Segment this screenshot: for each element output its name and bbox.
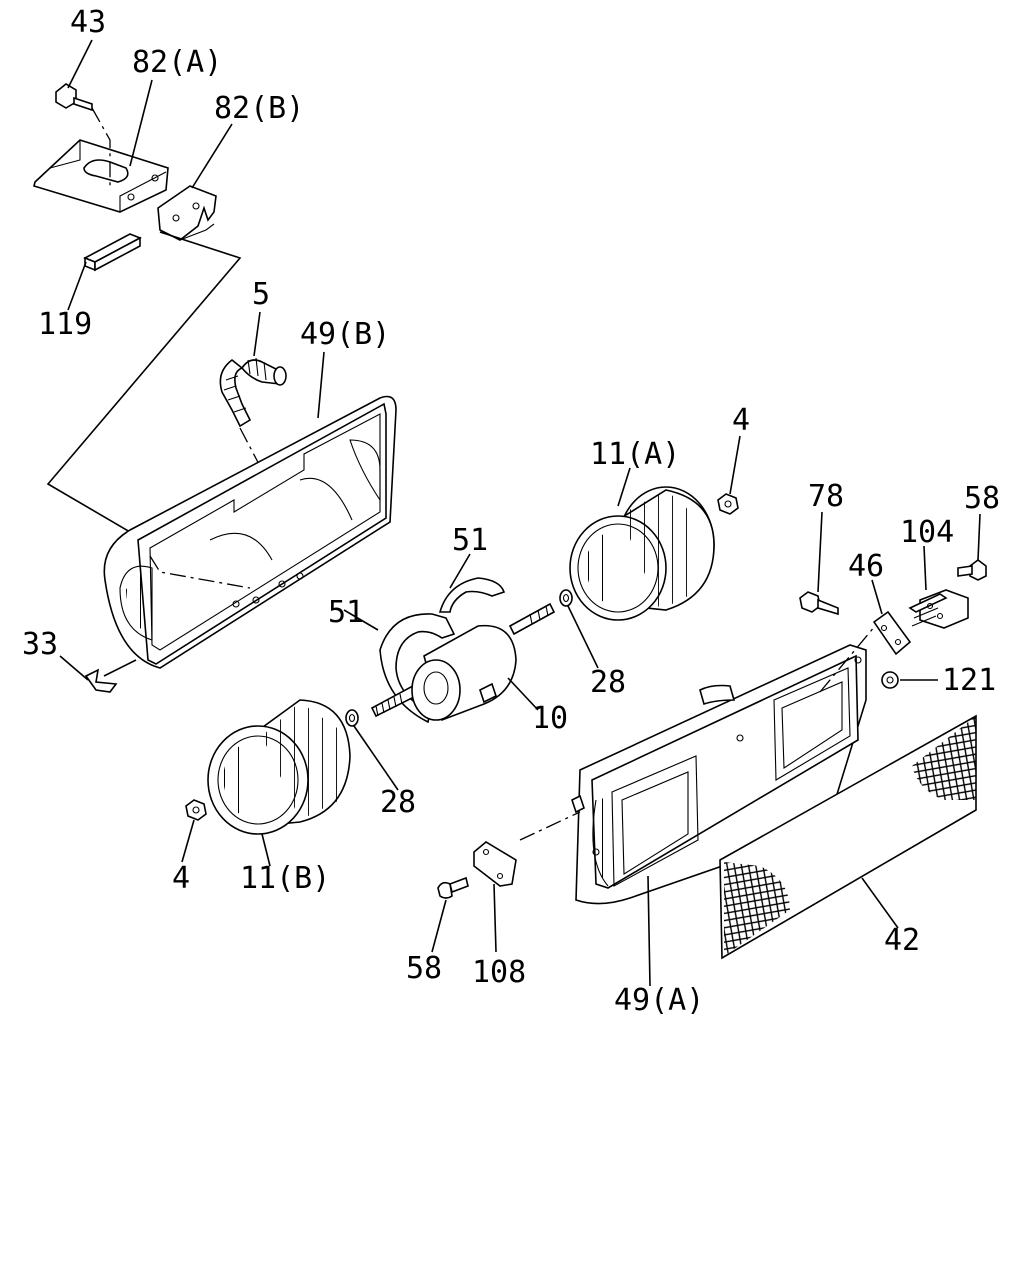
label-82b: 82(B) xyxy=(214,91,304,126)
fan-11b xyxy=(207,699,351,835)
label-58-bottom: 58 xyxy=(406,951,442,986)
bolt-43 xyxy=(55,83,93,112)
label-121: 121 xyxy=(942,663,996,698)
shroud-51-top xyxy=(438,577,506,613)
label-33: 33 xyxy=(22,627,58,662)
clip-33 xyxy=(84,668,118,693)
label-49b: 49(B) xyxy=(300,317,390,352)
label-28-left: 28 xyxy=(380,785,416,820)
nut-4-top xyxy=(717,493,739,515)
washer-121 xyxy=(881,671,899,689)
label-119: 119 xyxy=(38,307,92,342)
label-51-top: 51 xyxy=(452,523,488,558)
washer-28-left xyxy=(345,709,359,727)
foam-strip-119 xyxy=(83,233,142,272)
hose-5 xyxy=(219,357,287,428)
label-5: 5 xyxy=(252,277,270,312)
label-82a: 82(A) xyxy=(132,45,222,80)
label-58-top: 58 xyxy=(964,481,1000,516)
fan-11a xyxy=(569,486,715,621)
label-104: 104 xyxy=(900,515,954,550)
label-11b: 11(B) xyxy=(240,861,330,896)
filter-42 xyxy=(719,714,977,960)
label-11a: 11(A) xyxy=(590,437,680,472)
bracket-82b xyxy=(157,185,217,241)
nut-4-bottom xyxy=(185,799,207,821)
label-28-right: 28 xyxy=(590,665,626,700)
motor-10 xyxy=(370,602,556,722)
screw-58-bottom xyxy=(437,876,469,899)
plate-108 xyxy=(473,841,517,887)
label-108: 108 xyxy=(472,955,526,990)
bracket-82a xyxy=(33,139,169,213)
screw-78 xyxy=(799,591,839,616)
label-43: 43 xyxy=(70,5,106,40)
label-4-bottom: 4 xyxy=(172,861,190,896)
resistor-104 xyxy=(908,589,969,629)
callout-labels: 43 82(A) 82(B) 119 5 49(B) 4 11(A) 51 51… xyxy=(22,5,1000,1018)
washer-28-right xyxy=(559,589,573,607)
screw-58-top xyxy=(957,559,987,581)
label-51-left: 51 xyxy=(328,595,364,630)
gasket-46 xyxy=(872,610,912,656)
case-49b xyxy=(103,395,397,669)
leader-lines xyxy=(59,39,981,987)
label-49a: 49(A) xyxy=(614,983,704,1018)
label-42: 42 xyxy=(884,923,920,958)
label-46: 46 xyxy=(848,549,884,584)
label-4-top: 4 xyxy=(732,403,750,438)
label-10: 10 xyxy=(532,701,568,736)
label-78: 78 xyxy=(808,479,844,514)
